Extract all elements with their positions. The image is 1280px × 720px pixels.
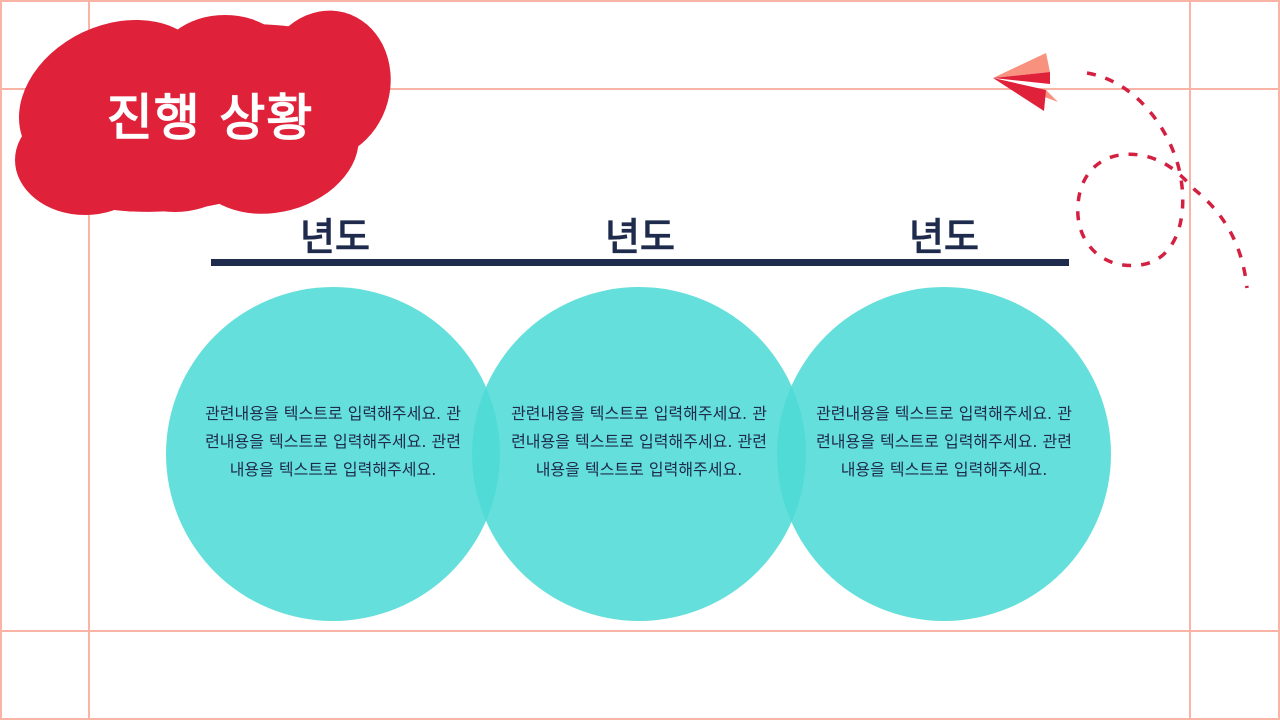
- timeline-circle-3: [777, 287, 1111, 621]
- guide-line-top-border: [0, 0, 1280, 2]
- timeline-description-2: 관련내용을 텍스트로 입력해주세요. 관련내용을 텍스트로 입력해주세요. 관련…: [511, 404, 767, 479]
- timeline-description-1: 관련내용을 텍스트로 입력해주세요. 관련내용을 텍스트로 입력해주세요. 관련…: [205, 404, 461, 479]
- paper-plane-icon: [993, 53, 1058, 111]
- guide-line-left: [88, 0, 90, 720]
- year-label-2: 년도: [605, 215, 675, 259]
- dashed-loop-path: [1076, 71, 1249, 289]
- year-label-3: 년도: [909, 215, 979, 259]
- timeline-description-3: 관련내용을 텍스트로 입력해주세요. 관련내용을 텍스트로 입력해주세요. 관련…: [816, 404, 1072, 479]
- title-cloud-shape: [15, 10, 391, 215]
- timeline-circle-2: [472, 287, 806, 621]
- guide-line-right-border: [1278, 0, 1280, 720]
- paper-plane-decoration: [993, 53, 1249, 289]
- guide-line-bottom-border: [0, 718, 1280, 720]
- page-title: 진행 상황: [106, 89, 314, 147]
- timeline-circle-1: [166, 287, 500, 621]
- guide-line-left-border: [0, 0, 2, 720]
- year-label-1: 년도: [300, 215, 370, 259]
- timeline-bar: [211, 259, 1069, 266]
- guide-line-right: [1189, 0, 1191, 720]
- guide-line-top: [0, 88, 1280, 90]
- guide-line-bottom: [0, 630, 1280, 632]
